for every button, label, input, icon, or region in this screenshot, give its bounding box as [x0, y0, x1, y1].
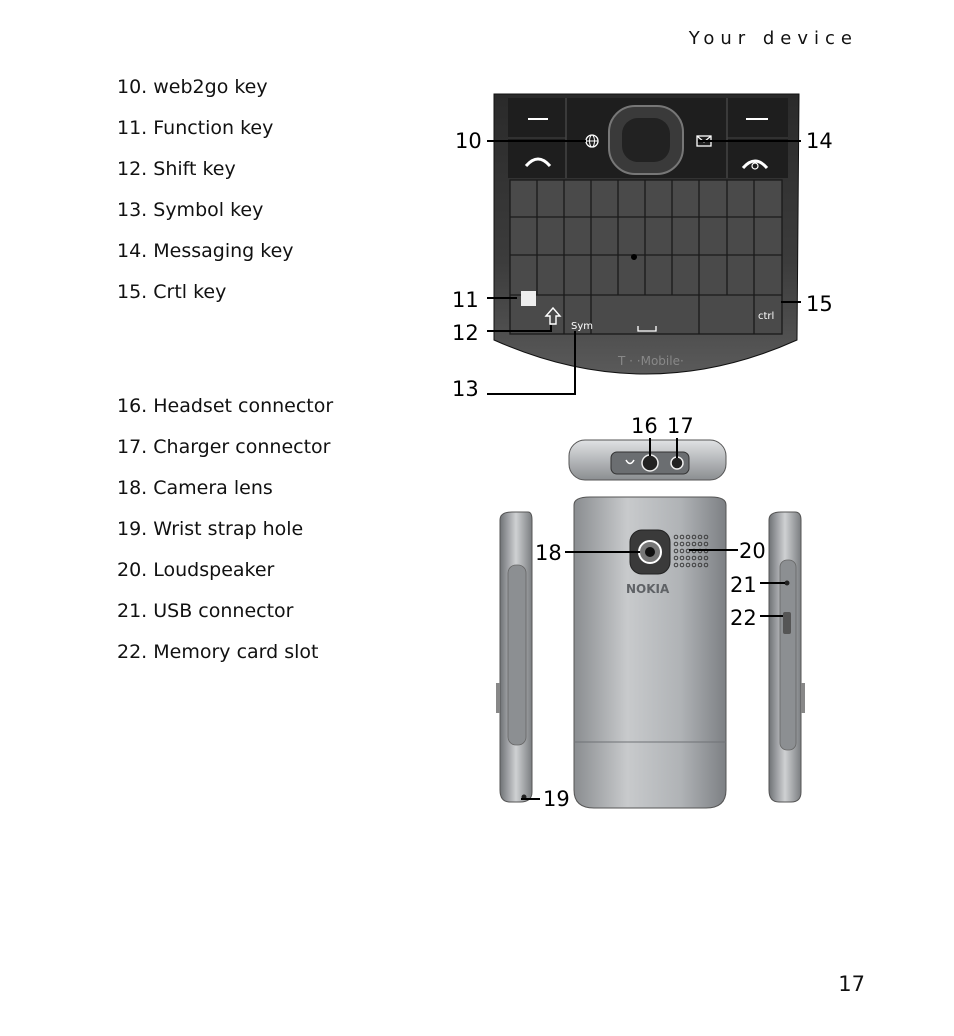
ctrl-key-label: ctrl	[758, 311, 774, 322]
legend-item: 16. Headset connector	[117, 395, 334, 417]
end-key-icon	[741, 159, 769, 170]
usb-connector	[784, 580, 790, 586]
legend-item: 11. Function key	[117, 117, 274, 139]
section-header: Your device	[688, 28, 858, 49]
callout-22: 22	[730, 606, 757, 630]
legend-item: 12. Shift key	[117, 158, 236, 180]
carrier-logo: T · ·Mobile·	[617, 354, 684, 368]
legend-item: 20. Loudspeaker	[117, 559, 275, 581]
callout-10: 10	[455, 129, 482, 153]
phone-left-side	[496, 511, 533, 803]
phone-top-edge	[568, 439, 727, 481]
function-key-icon	[521, 291, 536, 306]
callout-14: 14	[806, 129, 833, 153]
callout-11: 11	[452, 288, 479, 312]
legend-item: 13. Symbol key	[117, 199, 264, 221]
callout-17: 17	[667, 414, 694, 438]
shift-key-icon	[544, 306, 562, 325]
callout-20: 20	[739, 539, 766, 563]
legend-item: 18. Camera lens	[117, 477, 273, 499]
callout-16: 16	[631, 414, 658, 438]
legend-item: 17. Charger connector	[117, 436, 331, 458]
charger-connector	[670, 456, 684, 470]
legend-item: 22. Memory card slot	[117, 641, 319, 663]
qwerty-keyboard	[509, 179, 783, 335]
phone-front: Sym ctrl T · ·Mobile·	[493, 93, 800, 375]
callout-18: 18	[535, 541, 562, 565]
callout-19: 19	[543, 787, 570, 811]
phone-back: NOKIA	[573, 496, 727, 809]
headset-connector	[641, 454, 659, 472]
legend-item: 21. USB connector	[117, 600, 294, 622]
legend-item: 15. Crtl key	[117, 281, 227, 303]
page-number: 17	[838, 972, 865, 996]
callout-numbers: 10 14 11 15 12 13 16 17 18 20 21 22 19	[452, 129, 833, 811]
callout-15: 15	[806, 292, 833, 316]
callout-12: 12	[452, 321, 479, 345]
memory-card-slot	[783, 612, 791, 634]
leader-lines	[487, 140, 801, 800]
sym-key-label: Sym	[571, 321, 593, 332]
legend-item: 14. Messaging key	[117, 240, 294, 262]
callout-21: 21	[730, 573, 757, 597]
nokia-logo: NOKIA	[626, 582, 670, 596]
legend-item: 19. Wrist strap hole	[117, 518, 304, 540]
callout-13: 13	[452, 377, 479, 401]
loudspeaker	[673, 534, 709, 568]
call-key-icon	[524, 157, 552, 168]
legend-item: 10. web2go key	[117, 76, 268, 98]
phone-right-side	[768, 511, 805, 803]
